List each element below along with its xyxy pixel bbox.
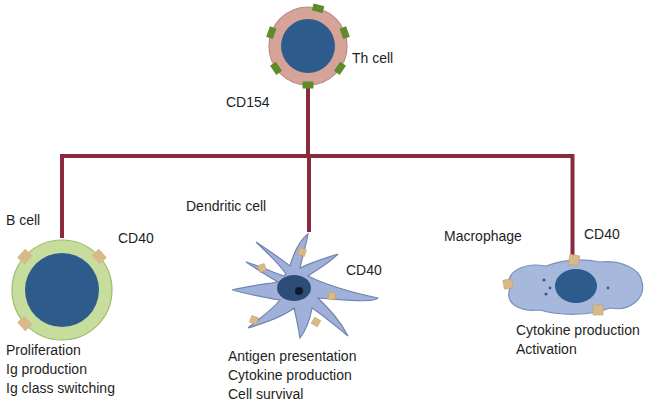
connector-line [62, 88, 308, 238]
macrophage-outline [500, 258, 645, 316]
function-text: Cell survival [228, 386, 303, 403]
cell-name: B cell [6, 212, 40, 229]
function-text: Proliferation [6, 342, 81, 359]
dendritic-cell-outline [228, 232, 390, 340]
connector-line [308, 88, 573, 258]
helper-t-cell: Th cellCD154 [266, 4, 350, 88]
function-text: Activation [516, 341, 577, 358]
macrophage: MacrophageCD40Cytokine productionActivat… [500, 258, 645, 316]
function-text: Cytokine production [228, 367, 352, 384]
cell-name: Dendritic cell [186, 198, 266, 215]
b-cell: B cellCD40ProliferationIg productionIg c… [10, 238, 114, 342]
receptor-label: CD40 [118, 230, 154, 247]
function-text: Ig class switching [6, 380, 115, 397]
receptor-label: CD40 [346, 262, 382, 279]
function-text: Cytokine production [516, 322, 640, 339]
receptor-label: CD40 [584, 226, 620, 243]
dendritic-cell: Dendritic cellCD40Antigen presentationCy… [228, 232, 390, 340]
function-text: Antigen presentation [228, 348, 356, 365]
helper-t-cell-outline [266, 4, 350, 88]
cell-name: Th cell [352, 50, 393, 67]
receptor-label: CD154 [226, 94, 270, 111]
function-text: Ig production [6, 361, 87, 378]
b-cell-outline [10, 238, 114, 342]
cell-name: Macrophage [444, 228, 522, 245]
